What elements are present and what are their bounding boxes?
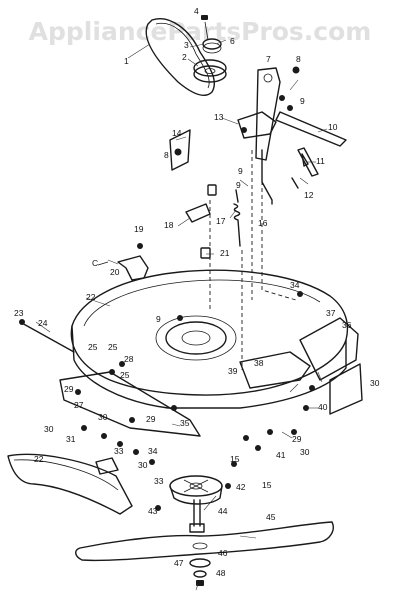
- callout-16: 16: [258, 218, 268, 228]
- mower-blade: [75, 521, 334, 562]
- callout-33-a: 33: [114, 446, 124, 456]
- callout-31: 31: [66, 434, 76, 444]
- watermark-text: AppliancePartsPros.com: [29, 17, 372, 46]
- callout-25-a: 25: [88, 342, 98, 352]
- callout-22-chute: 22: [34, 454, 44, 464]
- deck-lift-rod: [19, 319, 75, 353]
- callout-10: 10: [328, 122, 338, 132]
- spindle-shaft: [189, 499, 205, 533]
- callout-29-right: 29: [292, 434, 302, 444]
- callout-47: 47: [174, 558, 184, 568]
- callout-42: 42: [236, 482, 246, 492]
- callout-30-d: 30: [300, 447, 310, 457]
- callout-20: 20: [110, 267, 120, 277]
- callout-9-lower: 9: [236, 180, 241, 190]
- clutch-arm-linkage: [169, 66, 347, 177]
- callout-c: C: [92, 258, 98, 268]
- callout-9-deck: 9: [156, 314, 161, 324]
- callout-11: 11: [316, 156, 325, 166]
- callout-30-c: 30: [138, 460, 148, 470]
- callout-leader-lines: [35, 39, 328, 591]
- callout-2: 2: [182, 52, 187, 62]
- callout-28: 28: [124, 354, 134, 364]
- callout-27: 27: [74, 400, 84, 410]
- callout-12: 12: [304, 190, 314, 200]
- callout-21: 21: [220, 248, 230, 258]
- callout-37: 37: [326, 308, 336, 318]
- callout-17: 17: [216, 216, 226, 226]
- callout-22-top: 22: [86, 292, 96, 302]
- callout-labels: 1 2 3 4 6 7 8 8 9 9 9 10 11 12 13 14 15 …: [14, 6, 380, 578]
- callout-36: 36: [342, 320, 352, 330]
- callout-4: 4: [194, 6, 199, 16]
- callout-15-left: 15: [230, 454, 240, 464]
- callout-6: 6: [230, 36, 235, 46]
- callout-46: 46: [218, 548, 228, 558]
- callout-39: 39: [228, 366, 238, 376]
- callout-30-b: 30: [44, 424, 54, 434]
- callout-18: 18: [164, 220, 174, 230]
- fastener-hardware: [75, 291, 315, 511]
- callout-38: 38: [254, 358, 264, 368]
- callout-29-left: 29: [64, 384, 74, 394]
- callout-13: 13: [214, 112, 224, 122]
- callout-35: 35: [180, 418, 190, 428]
- callout-23: 23: [14, 308, 24, 318]
- callout-8-top: 8: [296, 54, 301, 64]
- callout-34-low: 34: [148, 446, 158, 456]
- blade-adapter: [169, 475, 223, 505]
- callout-41: 41: [276, 450, 286, 460]
- discharge-chute: [7, 453, 133, 515]
- callout-44: 44: [218, 506, 228, 516]
- tension-springs-and-rods: [185, 149, 299, 370]
- callout-8-left: 8: [164, 150, 169, 160]
- callout-33-b: 33: [154, 476, 164, 486]
- callout-25-c: 25: [120, 370, 130, 380]
- deck-hanger-bracket: [97, 243, 149, 281]
- callout-43: 43: [148, 506, 158, 516]
- callout-9-top: 9: [300, 96, 305, 106]
- callout-19: 19: [134, 224, 144, 234]
- callout-24: 24: [38, 318, 48, 328]
- callout-34-top: 34: [290, 280, 300, 290]
- callout-29-mid: 29: [146, 414, 156, 424]
- callout-9-mid: 9: [238, 166, 243, 176]
- callout-14: 14: [172, 128, 182, 138]
- drive-belt: [145, 18, 216, 96]
- callout-45: 45: [266, 512, 276, 522]
- callout-7: 7: [266, 54, 271, 64]
- callout-48: 48: [216, 568, 226, 578]
- callout-25-b: 25: [108, 342, 118, 352]
- blade-hardware: [189, 558, 211, 586]
- callout-1: 1: [124, 56, 129, 66]
- callout-30-e: 30: [370, 378, 380, 388]
- callout-3: 3: [184, 40, 189, 50]
- callout-15-right: 15: [262, 480, 272, 490]
- callout-40: 40: [318, 402, 328, 412]
- callout-30-a: 30: [98, 412, 108, 422]
